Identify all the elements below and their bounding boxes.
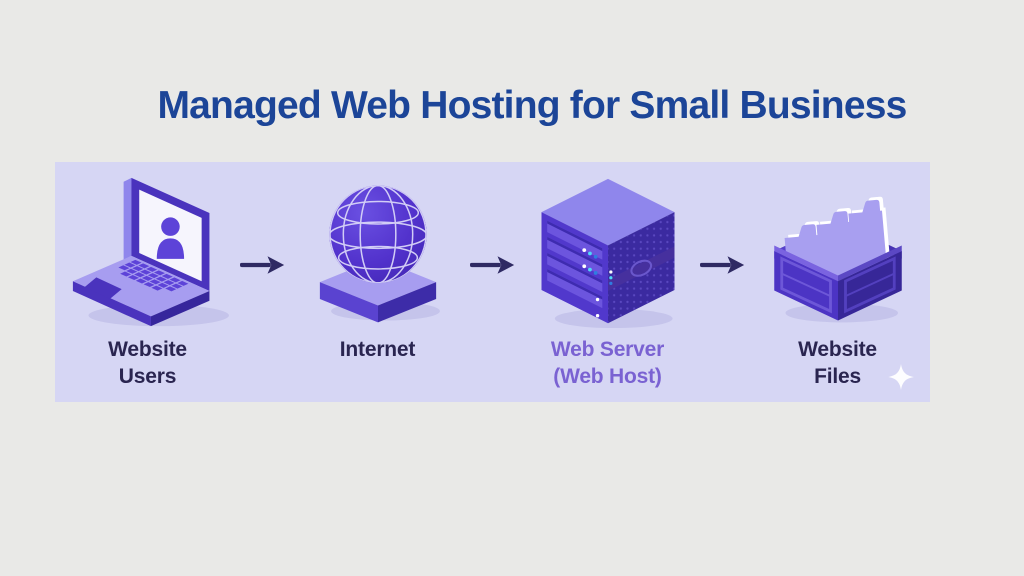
- right-arrow-icon: [240, 256, 285, 274]
- node-label-internet: Internet: [339, 336, 416, 363]
- laptop-user-icon: [72, 177, 229, 327]
- label-line: Website: [108, 338, 187, 361]
- right-arrow-icon: [470, 256, 515, 274]
- node-internet: Internet: [285, 162, 470, 363]
- page-title: Managed Web Hosting for Small Business: [157, 84, 907, 127]
- globe-icon: [319, 185, 440, 323]
- server-icon: [532, 174, 684, 332]
- right-arrow-icon: [470, 254, 515, 276]
- folder-crate-icon: [763, 174, 913, 332]
- server-icon: [541, 178, 674, 329]
- right-arrow-icon: [700, 256, 745, 274]
- label-line: Web Server: [550, 338, 665, 361]
- right-arrow-icon: [700, 254, 745, 276]
- label-line: Files: [814, 365, 861, 388]
- node-website-users: Website Users: [55, 162, 240, 390]
- node-label-website-users: Website Users: [108, 336, 187, 390]
- label-line: (Web Host): [553, 365, 662, 388]
- globe-icon: [303, 174, 453, 332]
- node-website-files: Website Files: [745, 162, 930, 390]
- label-line: Internet: [339, 338, 416, 361]
- sparkle-icon: [888, 364, 914, 390]
- diagram-panel: Website Users: [55, 162, 930, 402]
- right-arrow-icon: [240, 254, 285, 276]
- node-label-website-files: Website Files: [798, 336, 877, 390]
- label-line: Website: [798, 338, 877, 361]
- laptop-user-icon: [65, 174, 231, 332]
- folder-crate-icon: [773, 196, 902, 323]
- node-web-server: Web Server (Web Host): [515, 162, 700, 390]
- label-line: Users: [118, 365, 177, 388]
- node-label-web-server: Web Server (Web Host): [551, 336, 664, 390]
